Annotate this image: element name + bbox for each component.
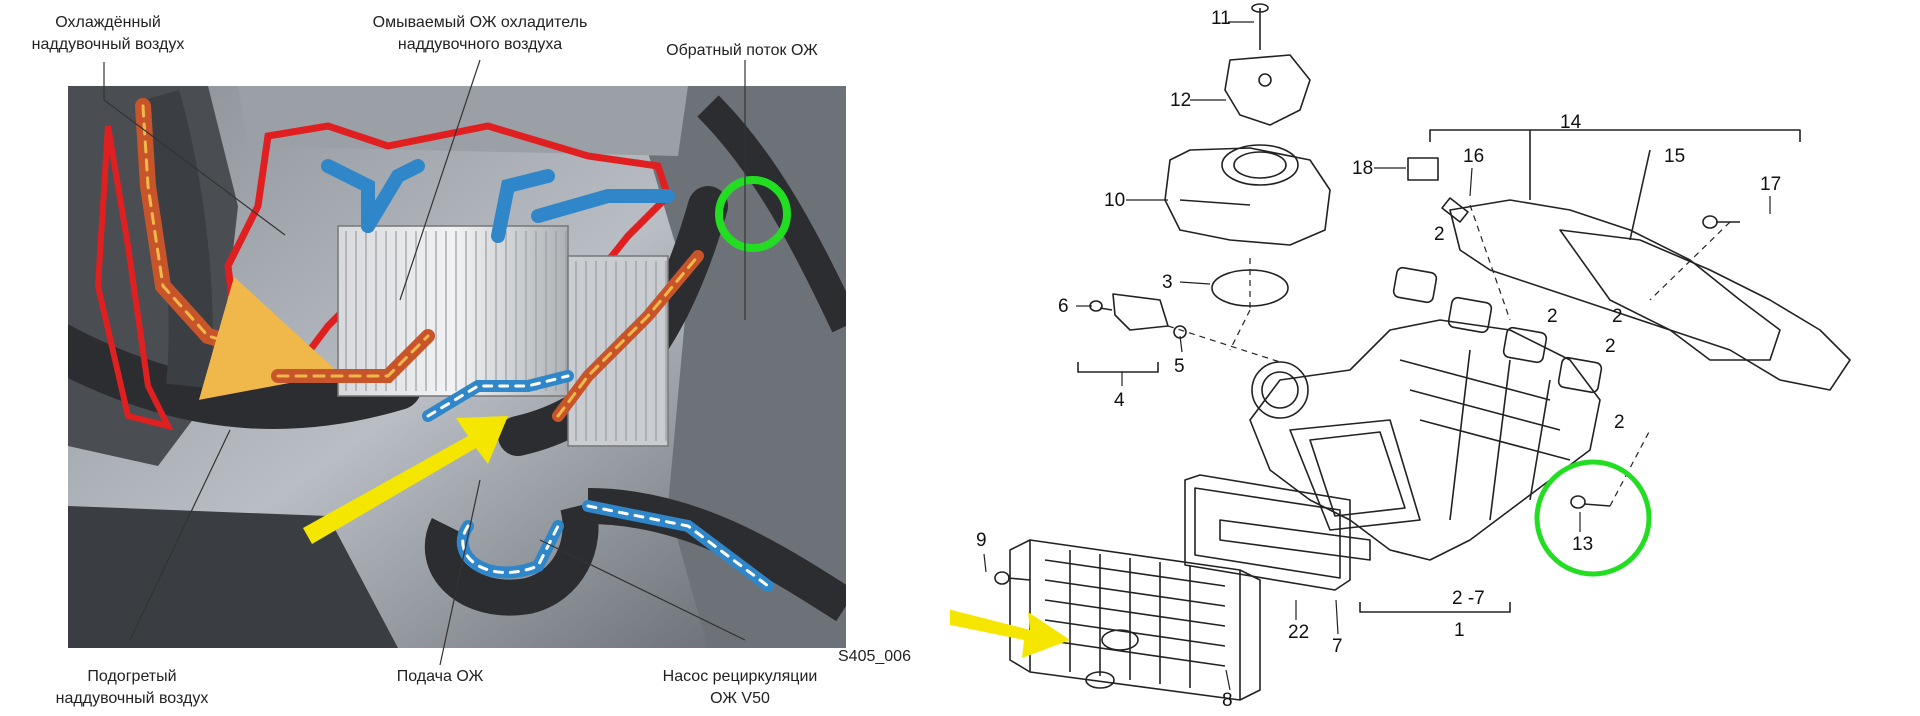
part-label-8: 8 bbox=[1222, 690, 1233, 711]
part-2-gasket-c bbox=[1502, 326, 1548, 364]
part-18-sensor bbox=[1407, 157, 1439, 181]
part-label-5: 5 bbox=[1174, 356, 1185, 377]
part-label-4: 4 bbox=[1114, 390, 1125, 411]
part-2-gasket-d bbox=[1557, 356, 1603, 394]
part-8-intercooler bbox=[1009, 539, 1261, 701]
label-heated-air: Подогретый наддувочный воздух bbox=[55, 668, 209, 707]
part-label-17: 17 bbox=[1760, 174, 1782, 195]
hot-air-flow bbox=[135, 98, 704, 422]
label-charge-air-cooler: Омываемый ОЖ охладитель наддувочного воз… bbox=[372, 14, 588, 53]
part-9-bolt bbox=[994, 571, 1031, 585]
part-label-18: 18 bbox=[1352, 158, 1374, 179]
part-15-flange bbox=[1559, 229, 1851, 391]
part-2-gasket-a bbox=[1392, 266, 1438, 304]
return-flow-highlight bbox=[715, 176, 791, 252]
part-label-14: 14 bbox=[1560, 112, 1582, 133]
part-label-13: 13 bbox=[1572, 534, 1594, 555]
part-label-2b: 2 bbox=[1547, 306, 1558, 327]
left-leader-lines bbox=[103, 59, 746, 666]
part-label-2c: 2 bbox=[1612, 306, 1623, 327]
part-label-2a: 2 bbox=[1434, 224, 1445, 245]
part-label-2-7: 2 -7 bbox=[1452, 588, 1485, 609]
part-label-2d: 2 bbox=[1605, 336, 1616, 357]
part-1-intake-manifold bbox=[1249, 319, 1601, 561]
label-recirculation-pump: Насос рециркуляции ОЖ V50 bbox=[662, 668, 818, 707]
part-4-map-sensor bbox=[1112, 293, 1169, 331]
coolant-flow bbox=[321, 159, 774, 592]
part-label-11: 11 bbox=[1211, 8, 1231, 29]
part-13-bolt bbox=[1570, 495, 1611, 509]
label-coolant-supply: Подача ОЖ bbox=[396, 668, 484, 685]
part-12-bracket bbox=[1224, 54, 1311, 126]
part-10-throttle-body bbox=[1164, 144, 1331, 246]
part-label-2e: 2 bbox=[1614, 412, 1625, 433]
yellow-pointer-arrow-right bbox=[950, 609, 1070, 658]
part-14-flange bbox=[1449, 199, 1781, 361]
yellow-pointer-arrow bbox=[303, 416, 508, 544]
part-7-seal bbox=[1219, 519, 1371, 561]
part-label-10: 10 bbox=[1104, 190, 1126, 211]
label-return-flow: Обратный поток ОЖ bbox=[666, 42, 818, 59]
part-22-gasket bbox=[1184, 474, 1351, 591]
part-label-6: 6 bbox=[1058, 296, 1069, 317]
part-label-16: 16 bbox=[1463, 146, 1485, 167]
part-label-7: 7 bbox=[1332, 636, 1343, 657]
part-label-15: 15 bbox=[1664, 146, 1686, 167]
bolt-13-highlight bbox=[1534, 459, 1652, 577]
part-label-9: 9 bbox=[976, 530, 987, 551]
part-17-bolt bbox=[1702, 215, 1740, 229]
part-11-bolt bbox=[1251, 3, 1269, 50]
part-label-3: 3 bbox=[1162, 272, 1173, 293]
part-label-12: 12 bbox=[1170, 90, 1192, 111]
label-cooled-air: Охлаждённый наддувочный воздух bbox=[31, 14, 185, 53]
figure-code: S405_006 bbox=[838, 648, 911, 665]
exploded-parts-diagram bbox=[950, 3, 1851, 701]
part-label-22: 22 bbox=[1288, 622, 1310, 643]
part-2-gasket-b bbox=[1447, 296, 1493, 334]
engine-photo bbox=[68, 86, 846, 648]
part-label-1: 1 bbox=[1454, 620, 1465, 641]
